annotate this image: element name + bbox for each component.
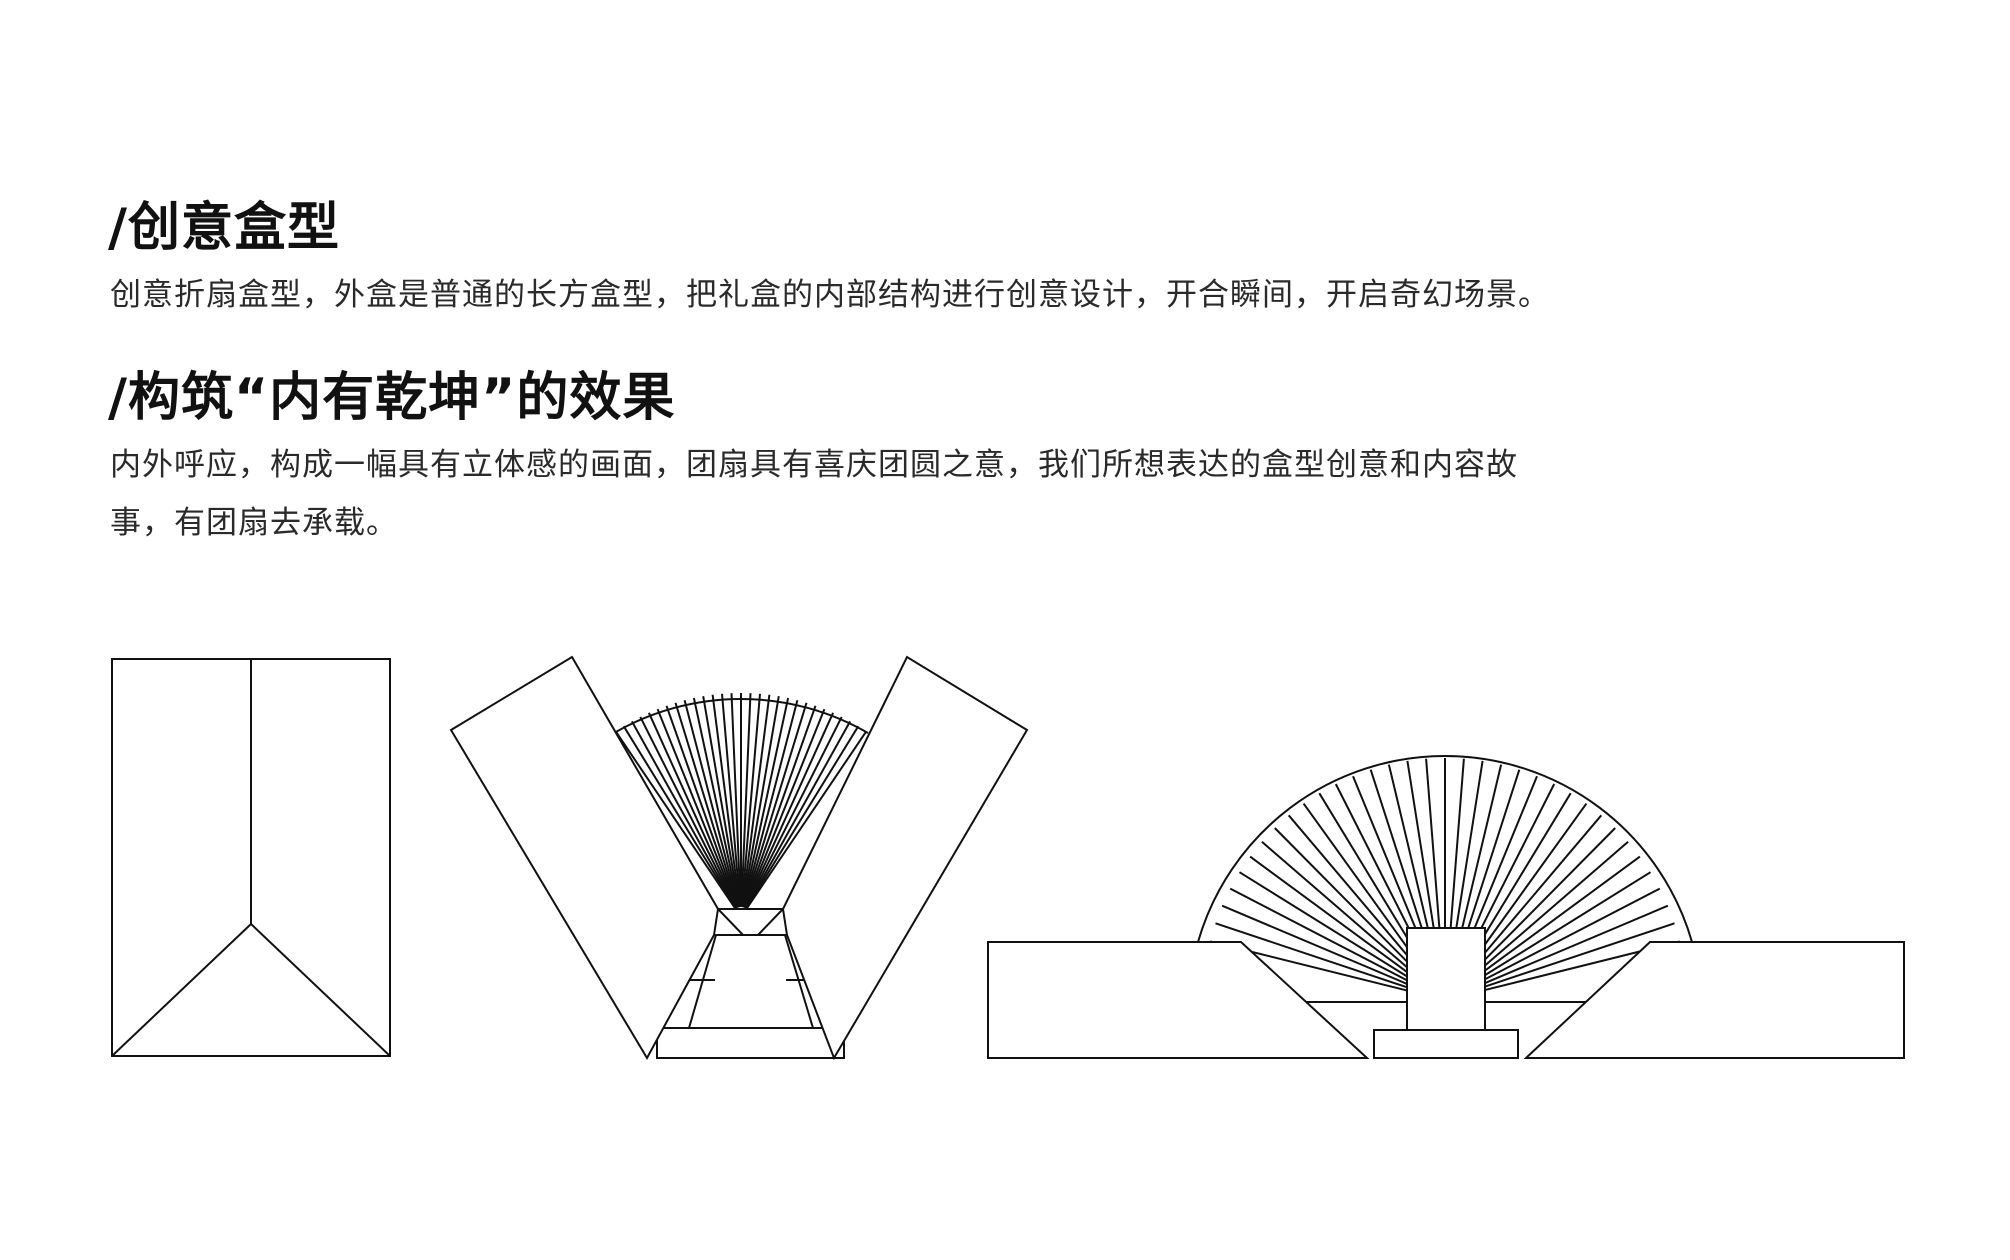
half-open-fan-rib <box>732 693 741 907</box>
open-center-post <box>1407 928 1485 1030</box>
open-right-panel <box>1526 942 1904 1058</box>
open-fan-rib <box>1222 906 1408 985</box>
half-open-fan-rib <box>744 700 798 907</box>
open-fan-rib <box>1468 804 1586 968</box>
half-open-fan-rib <box>743 698 788 907</box>
open-fan-rib <box>1250 857 1413 977</box>
half-open-fan-rib <box>742 694 760 907</box>
half-open-fan-rib <box>747 731 867 908</box>
half-open-fan-rib <box>745 713 833 908</box>
open-fan-rib <box>1426 759 1442 960</box>
half-open-fan-rib <box>632 721 736 908</box>
half-open-fan-rib <box>744 706 815 908</box>
open-fan-rib <box>1471 815 1602 969</box>
open-box-diagram <box>988 756 1904 1058</box>
open-fan-rib <box>1481 889 1660 982</box>
half-open-left-lid <box>451 657 718 1058</box>
open-fan-rib <box>1289 815 1420 969</box>
section-body-inner-world: 内外呼应，构成一幅具有立体感的画面，团扇具有喜庆团圆之意，我们所想表达的盒型创意… <box>110 447 1518 541</box>
half-open-right-lid <box>783 657 1027 1058</box>
half-open-box-diagram <box>451 657 1027 1058</box>
half-open-fan-rib <box>746 717 842 908</box>
half-open-fan-rib <box>649 713 737 908</box>
open-fan-rib <box>1473 828 1615 972</box>
half-open-fan-handle <box>718 909 783 935</box>
half-open-fan-rib <box>722 694 740 907</box>
half-open-fan-rib <box>742 695 769 907</box>
half-open-fan-rib <box>694 698 739 907</box>
open-fan-rib <box>1216 923 1408 987</box>
half-open-fan-rib <box>746 726 858 908</box>
half-open-fan-rib <box>703 696 739 907</box>
open-fan-rib <box>1230 889 1409 982</box>
open-fan-rib <box>1448 759 1464 960</box>
open-fan-rib <box>1482 906 1668 985</box>
half-open-fan-rib <box>676 703 739 908</box>
half-open-fan-rib <box>746 721 850 908</box>
half-open-fan-rib <box>743 696 779 907</box>
half-open-fan-rib <box>685 700 739 907</box>
section-heading-creative-box: /创意盒型 <box>108 198 340 258</box>
open-fan-rib <box>1240 872 1412 979</box>
open-fan-rib <box>1475 842 1628 974</box>
open-fan-rib <box>1479 872 1651 979</box>
half-open-fan-rib <box>667 706 738 908</box>
half-open-base-block <box>657 1028 844 1058</box>
open-fan-arc <box>1198 756 1692 942</box>
open-base-block <box>1374 1030 1518 1058</box>
half-open-fan-rib <box>745 709 825 908</box>
closed-box-flap <box>112 924 390 1056</box>
open-fan-rib <box>1483 923 1675 987</box>
open-fan-rib <box>1304 804 1422 968</box>
half-open-fan-rib <box>744 703 807 908</box>
half-open-fan-rib <box>640 717 736 908</box>
section-body-creative-box: 创意折扇盒型，外盒是普通的长方盒型，把礼盒的内部结构进行创意设计，开合瞬间，开启… <box>110 277 1550 313</box>
open-fan-rib <box>1275 828 1417 972</box>
half-open-fan-ribs <box>616 693 867 909</box>
half-open-fan-rib <box>713 695 740 907</box>
half-open-fan-rib <box>741 693 750 907</box>
half-open-fan-rib <box>624 726 736 908</box>
open-fan-rib <box>1477 857 1640 977</box>
section-heading-inner-world: /构筑“内有乾坤”的效果 <box>108 368 676 428</box>
open-left-panel <box>988 942 1367 1058</box>
half-open-fan-rib <box>658 709 738 908</box>
closed-box-diagram <box>112 659 390 1056</box>
open-fan-rib <box>1262 842 1415 974</box>
half-open-fan-rib <box>616 731 736 908</box>
